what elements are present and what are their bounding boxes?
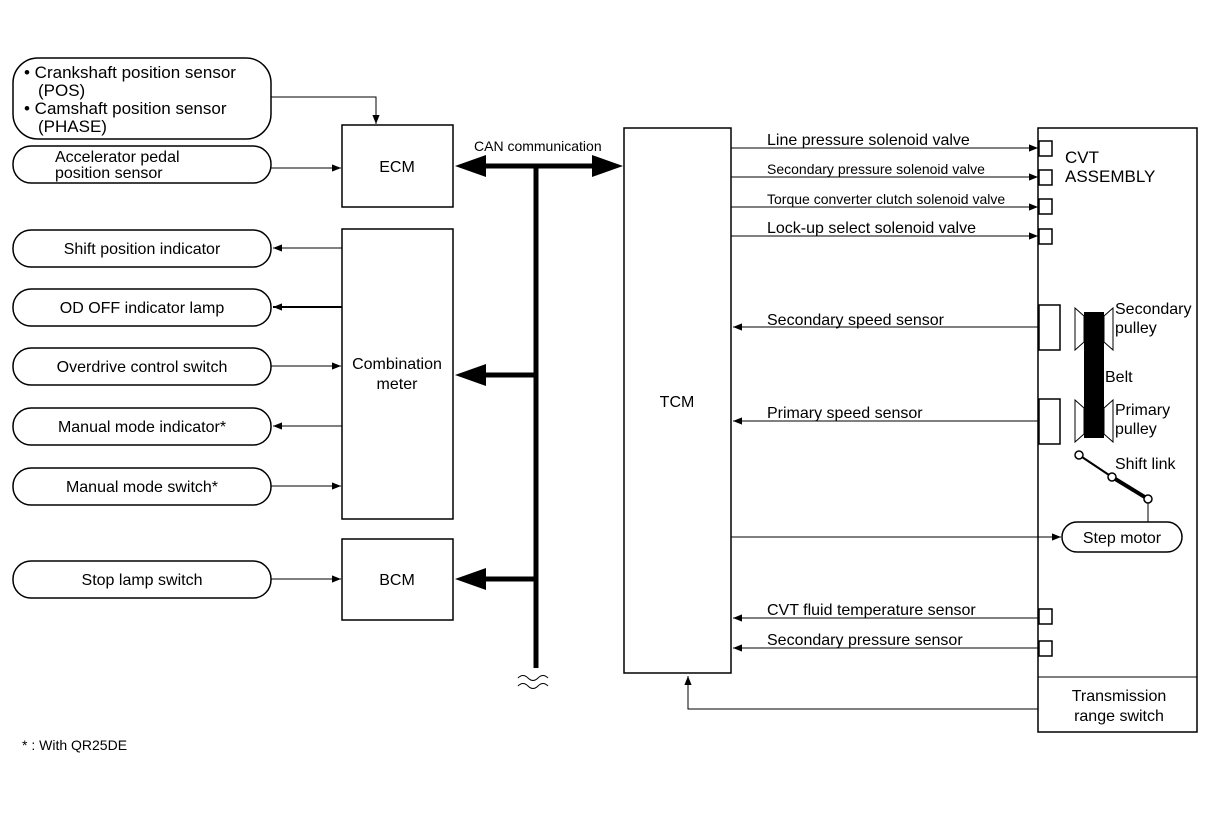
secondary-speed-label: Secondary speed sensor [767,312,945,329]
tcm-output-lines [684,144,1061,710]
lockup-select-label: Lock-up select solenoid valve [767,220,976,237]
secondary-pulley-label-2: pulley [1115,320,1157,337]
accelerator-sensor-pill: Accelerator pedal position sensor [12,145,272,184]
accelerator-label-2: position sensor [55,165,163,182]
secondary-pressure-valve-label: Secondary pressure solenoid valve [767,161,985,177]
line-pressure-label: Line pressure solenoid valve [767,132,970,149]
overdrive-switch-label: Overdrive control switch [57,359,228,376]
torque-converter-label: Torque converter clutch solenoid valve [767,191,1005,207]
od-off-lamp-pill: OD OFF indicator lamp [12,288,272,327]
can-bus [455,155,623,689]
crank-pos-label: (POS) [38,81,85,100]
bcm-box: BCM [341,538,454,621]
crank-cam-sensor-pill: • Crankshaft position sensor (POS) • Cam… [12,57,272,140]
can-communication-label: CAN communication [474,138,602,154]
step-motor-label: Step motor [1083,530,1162,547]
cam-phase-label: (PHASE) [38,117,107,136]
crank-sensor-label: • Crankshaft position sensor [24,63,236,82]
cvt-terminals [1038,140,1061,657]
belt-label: Belt [1105,369,1133,386]
left-connectors [271,96,380,583]
manual-mode-indicator-pill: Manual mode indicator* [12,407,272,446]
cvt-fluid-temp-label: CVT fluid temperature sensor [767,602,976,619]
overdrive-switch-pill: Overdrive control switch [12,347,272,386]
secondary-pulley-label-1: Secondary [1115,301,1192,318]
ecm-box: ECM [341,124,454,208]
primary-speed-label: Primary speed sensor [767,405,923,422]
transmission-range-switch-label-2: range switch [1074,708,1164,725]
cvt-title-2: ASSEMBLY [1065,167,1155,186]
manual-mode-switch-label: Manual mode switch* [66,479,218,496]
ecm-label: ECM [379,159,415,176]
secondary-pressure-sensor-label: Secondary pressure sensor [767,632,963,649]
shift-position-indicator-label: Shift position indicator [64,241,221,258]
shift-position-indicator-pill: Shift position indicator [12,229,272,268]
cam-sensor-label: • Camshaft position sensor [24,99,227,118]
shift-link-label: Shift link [1115,456,1176,473]
combination-meter-label-1: Combination [352,356,442,373]
combination-meter-box: Combination meter [341,228,454,520]
manual-mode-indicator-label: Manual mode indicator* [58,419,226,436]
stop-lamp-switch-pill: Stop lamp switch [12,560,272,599]
tcm-label: TCM [660,394,695,411]
primary-pulley-label-1: Primary [1115,402,1170,419]
manual-mode-switch-pill: Manual mode switch* [12,467,272,506]
step-motor-pill: Step motor [1061,521,1183,553]
stop-lamp-switch-label: Stop lamp switch [82,572,203,589]
pulley-belt-mechanism: Secondary pulley Belt Primary pulley Shi… [1074,301,1192,522]
accelerator-label-1: Accelerator pedal [55,149,180,166]
combination-meter-label-2: meter [377,376,419,393]
bcm-label: BCM [379,572,415,589]
cvt-title-1: CVT [1065,148,1099,167]
footnote: * : With QR25DE [22,737,127,753]
tcm-box: TCM [623,127,732,674]
primary-pulley-label-2: pulley [1115,421,1157,438]
tcm-signal-labels: Line pressure solenoid valve Secondary p… [767,132,1005,649]
transmission-range-switch-label-1: Transmission [1072,688,1167,705]
od-off-lamp-label: OD OFF indicator lamp [60,300,225,317]
cvt-assembly-box: CVT ASSEMBLY Transmission range switch [1037,127,1198,733]
